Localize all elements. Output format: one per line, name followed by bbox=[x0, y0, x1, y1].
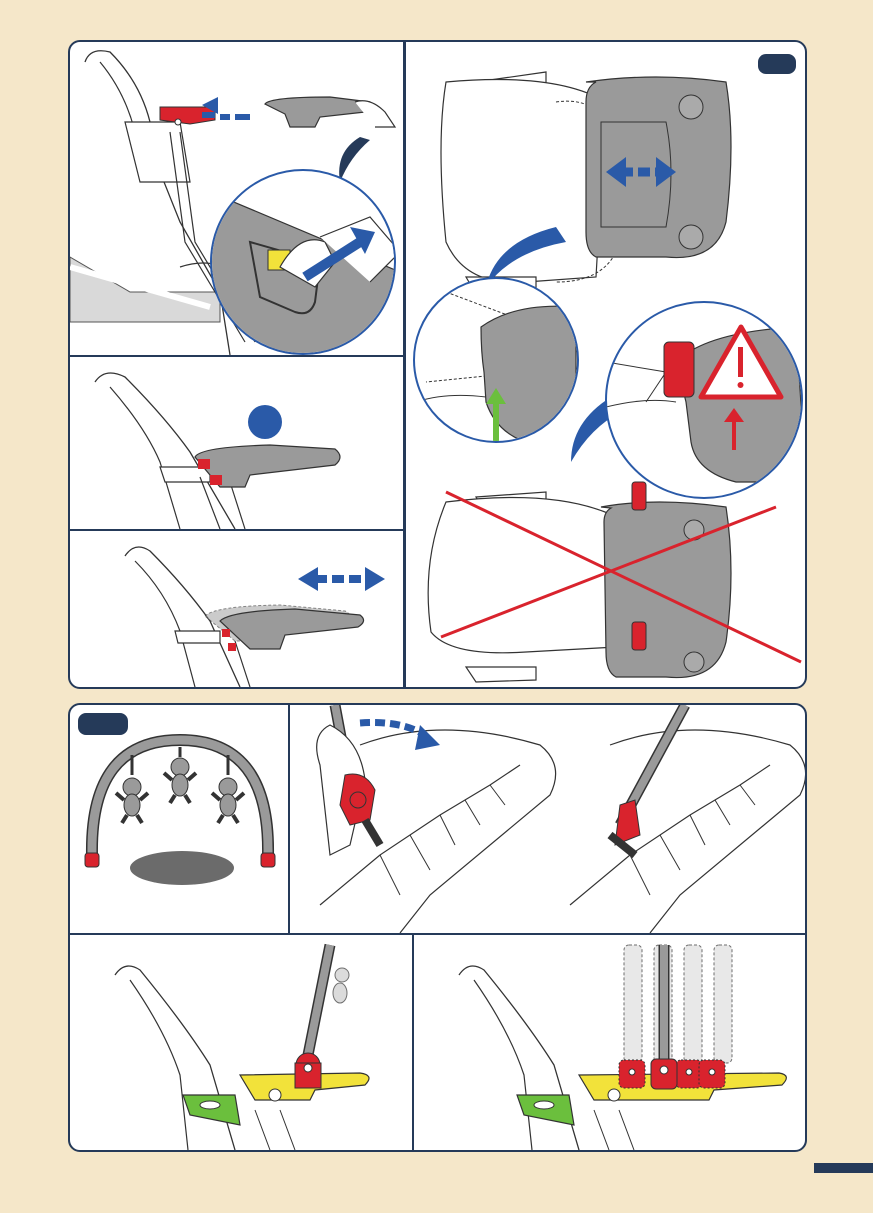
status-dot-icon bbox=[248, 405, 282, 439]
toy-bar-illustration bbox=[70, 705, 288, 933]
step-remove-tray bbox=[70, 42, 403, 355]
step-toy-bar-attach bbox=[290, 705, 805, 933]
tray-fitted-illustration bbox=[70, 357, 403, 529]
top-view-illustration bbox=[406, 42, 805, 687]
step-tray-adjust bbox=[70, 531, 403, 687]
double-arrow-icon bbox=[298, 567, 385, 591]
top-instruction-panel bbox=[68, 40, 807, 689]
remove-tray-illustration bbox=[70, 42, 403, 355]
step-toy-bar bbox=[70, 705, 288, 933]
page-tab-marker bbox=[814, 1163, 873, 1173]
bottom-instruction-panel bbox=[68, 703, 807, 1152]
teddy-bear-icon bbox=[164, 747, 196, 803]
insert-arrow-icon bbox=[360, 723, 440, 751]
step-toy-bar-positions bbox=[414, 935, 805, 1150]
step-toy-bar-seat bbox=[70, 935, 412, 1150]
step-tray-fitted bbox=[70, 357, 403, 529]
toy-bar-attach-illustration bbox=[290, 705, 805, 933]
toy-bar-positions-illustration bbox=[414, 935, 805, 1150]
tray-adjust-illustration bbox=[70, 531, 403, 687]
step-tray-top-view bbox=[406, 42, 805, 687]
toy-bar-seat-illustration bbox=[70, 935, 412, 1150]
